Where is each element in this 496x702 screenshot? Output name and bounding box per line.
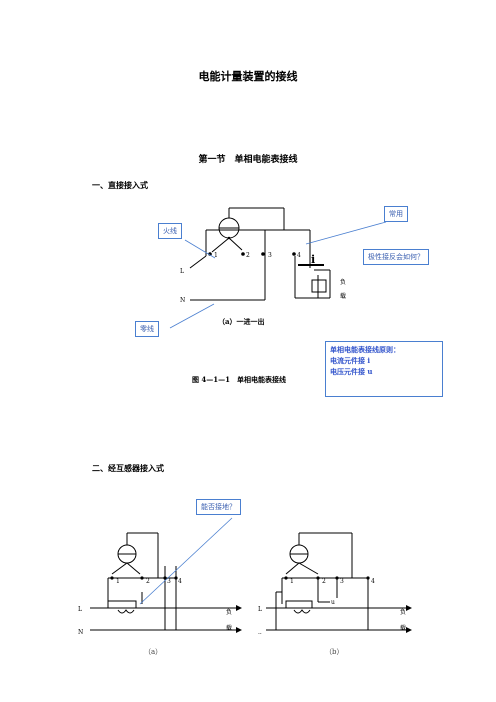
- b-label-N: ..: [258, 629, 262, 636]
- principle-line-1: 单相电能表接线原则：: [330, 345, 400, 354]
- b-load-1: 负: [400, 608, 406, 616]
- wiring-diagram-a: [90, 532, 240, 631]
- label-N: N: [180, 297, 185, 304]
- a-terminal-1: 1: [116, 578, 120, 585]
- note-zero-wire: 零线: [135, 321, 159, 337]
- principle-line-2: 电流元件接 i: [330, 356, 371, 365]
- document-title: 电能计量装置的接线: [198, 70, 298, 83]
- principle-line-3: 电压元件接 u: [330, 367, 373, 376]
- b-label-L: L: [258, 606, 262, 613]
- heading-transformer: 二、经互感器接入式: [92, 463, 164, 473]
- caption-a: （a）: [144, 648, 163, 656]
- b-terminal-2: 2: [322, 578, 326, 585]
- heading-direct: 一、直接接入式: [92, 180, 148, 190]
- wiring-diagram-b: [266, 532, 410, 631]
- a-terminal-3: 3: [167, 578, 171, 585]
- note-polarity: 极性接反会如何？: [363, 249, 429, 265]
- load-label-2: 载: [340, 292, 346, 300]
- b-terminal-4: 4: [371, 578, 375, 585]
- b-terminal-3: 3: [340, 578, 344, 585]
- note-fire-wire: 火线: [158, 223, 182, 239]
- a-load-2: 载: [226, 624, 232, 632]
- terminal-3: 3: [268, 252, 272, 259]
- b-u-label: u: [331, 599, 335, 606]
- a-label-L: L: [78, 606, 82, 613]
- note-common: 常用: [384, 206, 408, 222]
- b-terminal-1: 1: [290, 578, 294, 585]
- b-load-2: 载: [400, 624, 406, 632]
- caption-b: （b）: [325, 648, 344, 656]
- terminal-4: 4: [297, 252, 301, 259]
- caption-one-in-one-out: （a）一进一出: [218, 317, 265, 326]
- figure-caption: 图 4—1—1 单相电能表接线: [192, 375, 287, 384]
- terminal-1: 1: [214, 252, 218, 259]
- label-L: L: [180, 268, 184, 275]
- section-title: 第一节 单相电能表接线: [198, 155, 298, 165]
- load-label-1: 负: [340, 278, 346, 286]
- a-terminal-2: 2: [146, 578, 150, 585]
- terminal-2: 2: [246, 252, 250, 259]
- note-grounding: 能否接地？: [196, 499, 241, 515]
- a-terminal-4: 4: [178, 578, 182, 585]
- a-load-1: 负: [226, 608, 232, 616]
- current-label: i: [311, 253, 315, 266]
- a-label-N: N: [78, 629, 83, 636]
- note-principle: 单相电能表接线原则： 电流元件接 i 电压元件接 u: [325, 341, 443, 397]
